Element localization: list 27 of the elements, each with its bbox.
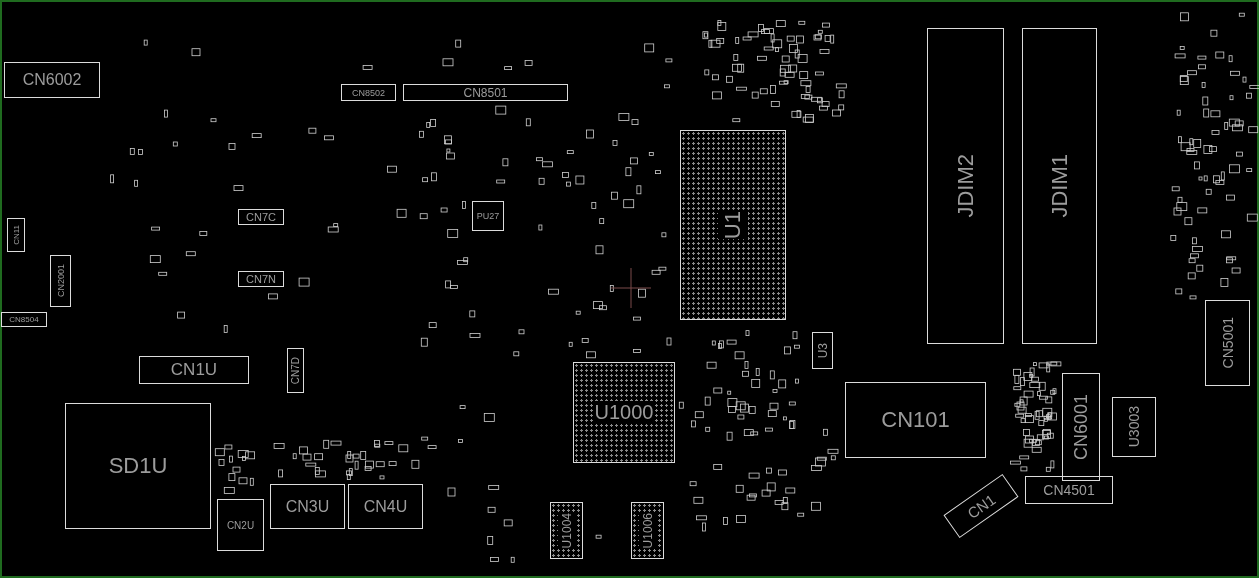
connector-footprint: CN7N (238, 271, 284, 287)
part-label: U1004 (557, 512, 576, 549)
connector-footprint: CN8502 (341, 84, 396, 101)
connector-footprint: CN8504 (1, 312, 47, 327)
memory-slot-footprint: JDIM2 (927, 28, 1004, 344)
connector-footprint: CN4501 (1025, 476, 1113, 504)
part-label: U1000 (592, 401, 656, 424)
chip-footprint: U3 (812, 332, 833, 369)
connector-footprint: CN7C (238, 209, 284, 225)
connector-footprint: CN101 (845, 382, 986, 458)
card-slot-footprint: SD1U (65, 403, 211, 529)
connector-footprint: CN2001 (50, 255, 71, 307)
connector-footprint: CN11 (7, 218, 25, 252)
connector-footprint: CN5001 (1205, 300, 1250, 386)
connector-footprint: CN7D (287, 348, 304, 393)
connector-footprint: CN3U (270, 484, 345, 529)
connector-footprint: CN1U (139, 356, 249, 384)
connector-footprint: CN6002 (4, 62, 100, 98)
connector-footprint: CN2U (217, 499, 264, 551)
chip-footprint: U3003 (1112, 397, 1156, 457)
memory-slot-footprint: JDIM1 (1022, 28, 1097, 344)
connector-footprint: CN4U (348, 484, 423, 529)
connector-footprint: CN6001 (1062, 373, 1100, 481)
part-label: U1 (718, 210, 748, 240)
part-label: U1006 (638, 512, 657, 549)
chip-footprint: PU27 (472, 201, 504, 231)
connector-footprint: CN8501 (403, 84, 568, 101)
